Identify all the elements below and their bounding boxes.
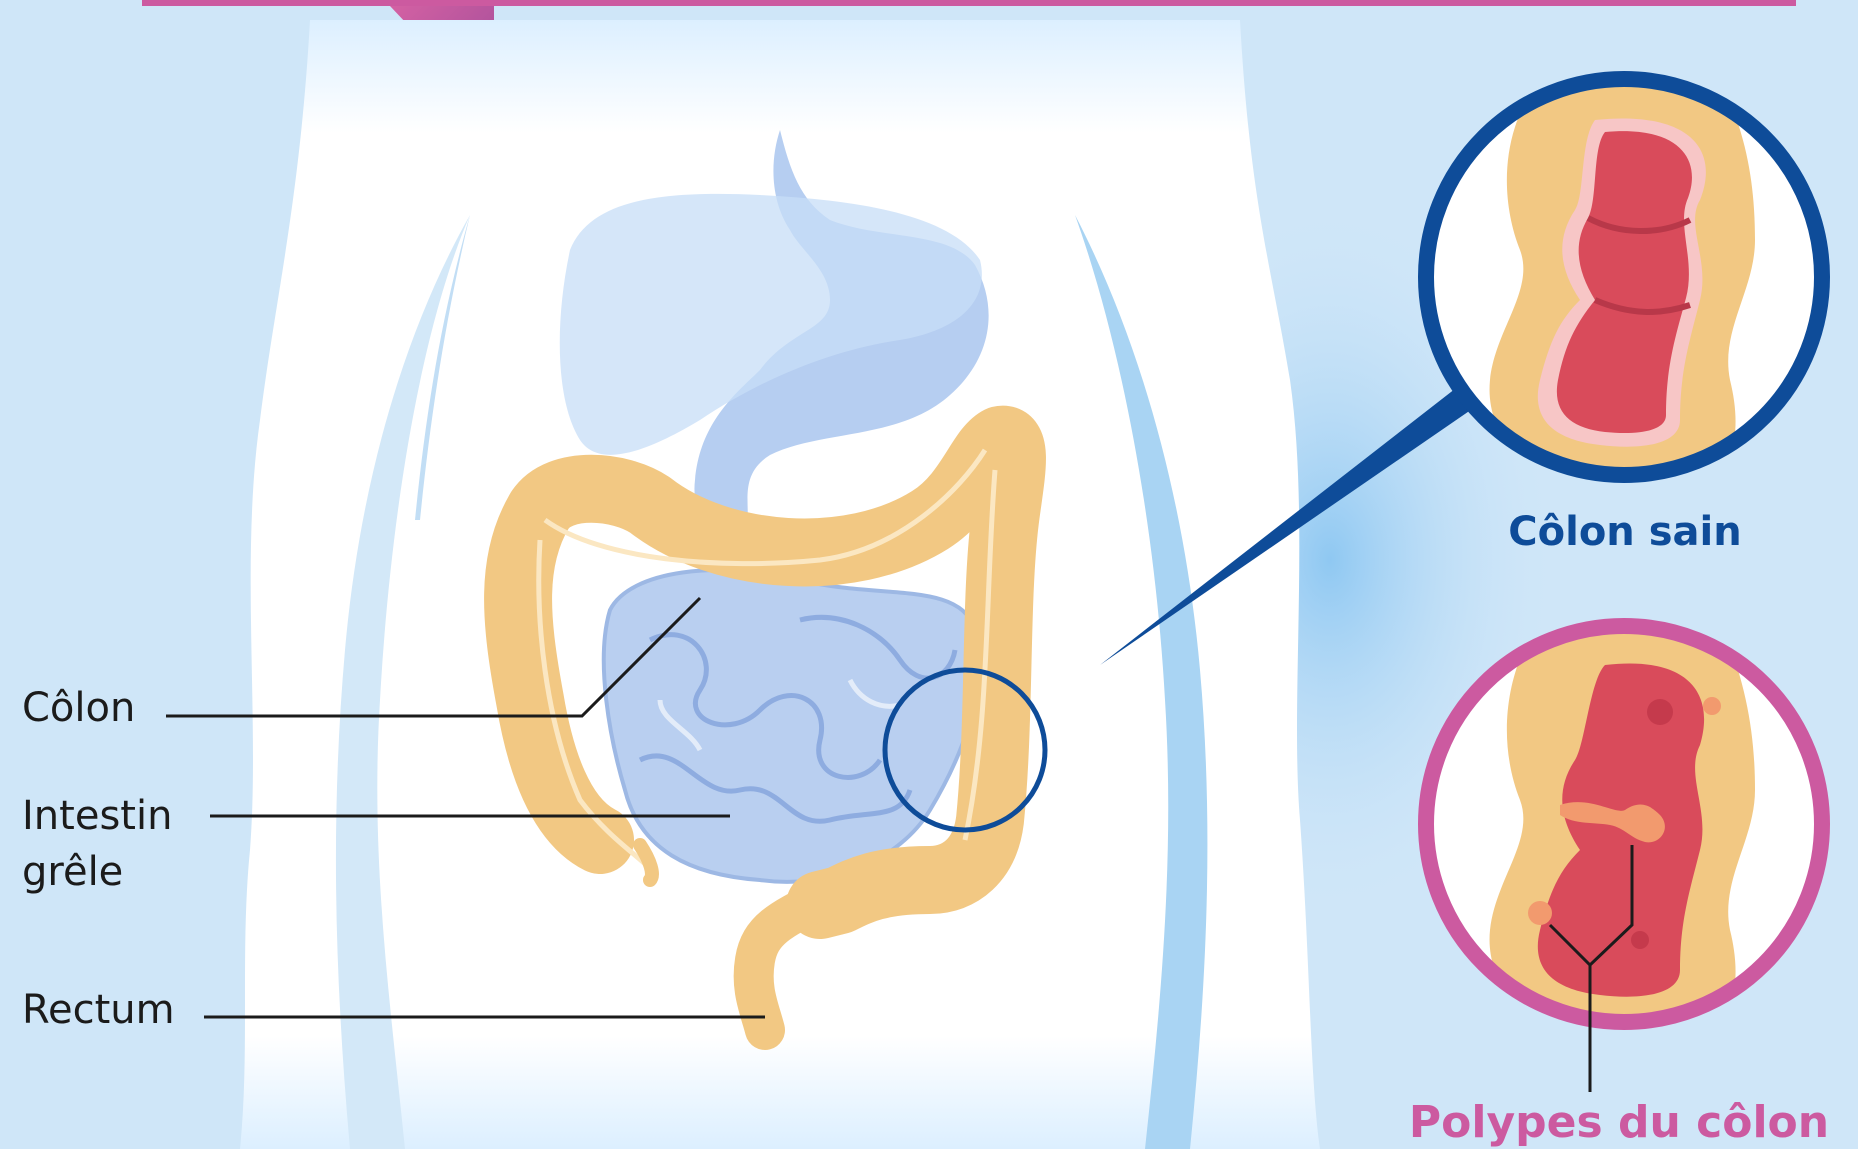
healthy-colon-inset (1426, 79, 1822, 480)
top-banner (142, 0, 1796, 6)
polyps-title: Polypes du côlon (1380, 1094, 1858, 1149)
small-intestine-label-line1: Intestin (22, 788, 172, 844)
healthy-colon-title: Côlon sain (1470, 504, 1780, 560)
polyps-inset (1426, 620, 1822, 1092)
small-intestine-label-line2: grêle (22, 844, 123, 900)
rectum-label: Rectum (22, 982, 175, 1038)
colon-label: Côlon (22, 680, 135, 736)
